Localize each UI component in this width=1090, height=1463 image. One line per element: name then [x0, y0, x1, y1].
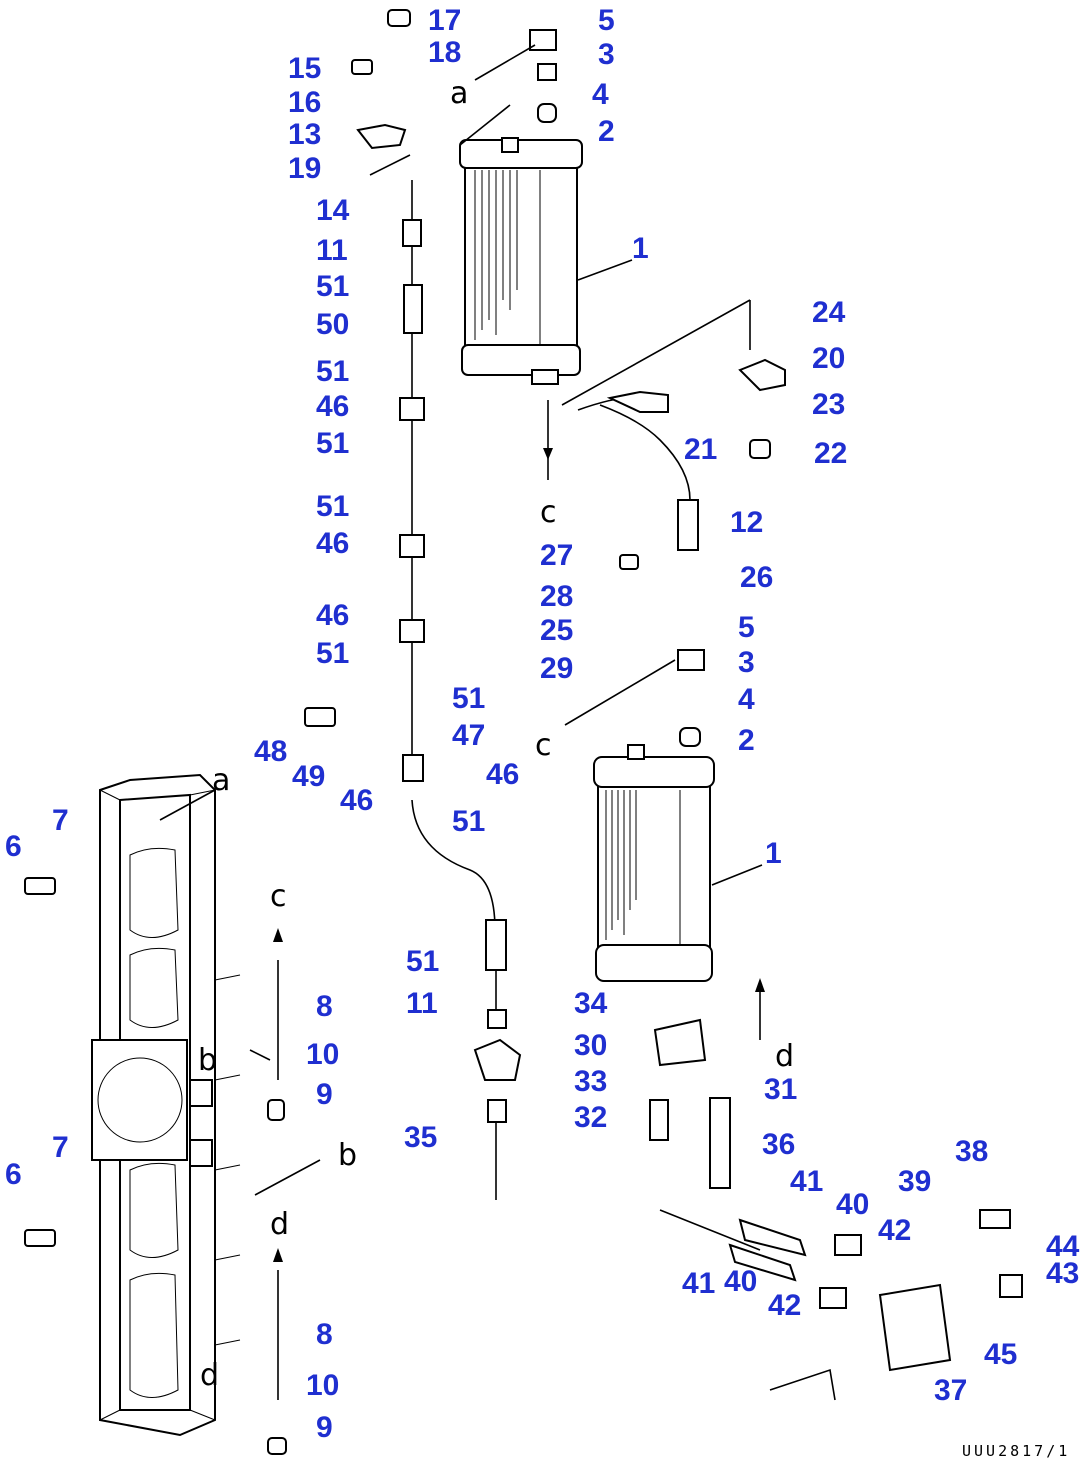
- connector-letter: b: [198, 1043, 217, 1078]
- callout: 41: [682, 1267, 715, 1300]
- callout: 12: [730, 506, 763, 539]
- callout: 29: [540, 652, 573, 685]
- callout: 33: [574, 1065, 607, 1098]
- callout: 11: [406, 987, 438, 1020]
- callout: 18: [428, 36, 461, 69]
- callout: 11: [316, 234, 348, 267]
- callout: 4: [592, 78, 609, 111]
- callout: 32: [574, 1101, 607, 1134]
- callout: 51: [452, 805, 485, 838]
- callout: 42: [878, 1214, 911, 1247]
- callout: 15: [288, 52, 321, 85]
- callout: 5: [738, 611, 755, 644]
- connector-letters: a c a b c d d c b d: [198, 76, 794, 1393]
- connector-letter: d: [200, 1358, 219, 1393]
- callout: 43: [1046, 1257, 1079, 1290]
- callout: 51: [452, 682, 485, 715]
- connector-letter: c: [540, 495, 557, 530]
- callout: 10: [306, 1038, 339, 1071]
- leader-lines: [159, 44, 765, 1400]
- callout: 44: [1046, 1230, 1080, 1263]
- callout: 46: [486, 758, 519, 791]
- callout: 17: [428, 4, 461, 37]
- callout: 3: [738, 646, 755, 679]
- connector-letter: a: [450, 76, 468, 111]
- callout: 6: [5, 830, 22, 863]
- callout: 51: [316, 427, 349, 460]
- callout: 50: [316, 308, 349, 341]
- callout: 21: [684, 433, 717, 466]
- callout: 46: [340, 784, 373, 817]
- connector-letter: d: [270, 1207, 289, 1242]
- connector-letter: b: [338, 1138, 357, 1173]
- callout: 24: [812, 296, 846, 329]
- callout: 51: [316, 355, 349, 388]
- oil-cooler-lower: [593, 744, 763, 982]
- callout: 42: [768, 1289, 801, 1322]
- callout: 9: [316, 1411, 333, 1444]
- callout: 1: [632, 232, 649, 265]
- callout: 14: [316, 194, 350, 227]
- connector-letter: c: [535, 728, 552, 763]
- callout: 19: [288, 152, 321, 185]
- callout: 22: [814, 437, 847, 470]
- callout: 4: [738, 683, 755, 716]
- callout: 13: [288, 118, 321, 151]
- callout-labels: 17 5 18 3 15 4 16 2 13 19 14 1 11 24 51 …: [5, 4, 1080, 1444]
- callout: 1: [765, 837, 782, 870]
- callout: 46: [316, 599, 349, 632]
- callout: 7: [52, 1131, 69, 1164]
- callout: 27: [540, 539, 573, 572]
- connector-letter: c: [270, 879, 287, 914]
- callout: 49: [292, 760, 325, 793]
- callout: 7: [52, 804, 69, 837]
- callout: 28: [540, 580, 573, 613]
- callout: 48: [254, 735, 287, 768]
- callout: 26: [740, 561, 773, 594]
- hose-route: [399, 180, 786, 1200]
- callout: 8: [316, 990, 333, 1023]
- oil-cooler-upper: [459, 137, 633, 385]
- callout: 34: [574, 987, 608, 1020]
- callout: 9: [316, 1078, 333, 1111]
- callout: 37: [934, 1374, 967, 1407]
- callout: 20: [812, 342, 845, 375]
- callout: 46: [316, 527, 349, 560]
- callout: 2: [738, 724, 755, 757]
- frame-assembly: [91, 773, 241, 1437]
- callout: 39: [898, 1165, 931, 1198]
- callout: 51: [316, 637, 349, 670]
- callout: 6: [5, 1158, 22, 1191]
- callout: 31: [764, 1073, 797, 1106]
- callout: 41: [790, 1165, 823, 1198]
- drawing-reference: UUU2817/1: [962, 1442, 1070, 1460]
- callout: 51: [316, 490, 349, 523]
- callout: 40: [724, 1265, 757, 1298]
- callout: 46: [316, 390, 349, 423]
- callout: 47: [452, 719, 485, 752]
- fasteners: [24, 9, 771, 1455]
- callout: 36: [762, 1128, 795, 1161]
- callout: 38: [955, 1135, 988, 1168]
- callout: 8: [316, 1318, 333, 1351]
- callout: 30: [574, 1029, 607, 1062]
- callout: 40: [836, 1188, 869, 1221]
- callout: 51: [316, 270, 349, 303]
- callout: 10: [306, 1369, 339, 1402]
- callout: 25: [540, 614, 573, 647]
- callout: 16: [288, 86, 321, 119]
- callout: 35: [404, 1121, 437, 1154]
- callout: 45: [984, 1338, 1017, 1371]
- connector-letter: d: [775, 1039, 794, 1074]
- connector-letter: a: [212, 763, 230, 798]
- callout: 23: [812, 388, 845, 421]
- callout: 51: [406, 945, 439, 978]
- callout: 2: [598, 115, 615, 148]
- callout: 5: [598, 4, 615, 37]
- callout: 3: [598, 38, 615, 71]
